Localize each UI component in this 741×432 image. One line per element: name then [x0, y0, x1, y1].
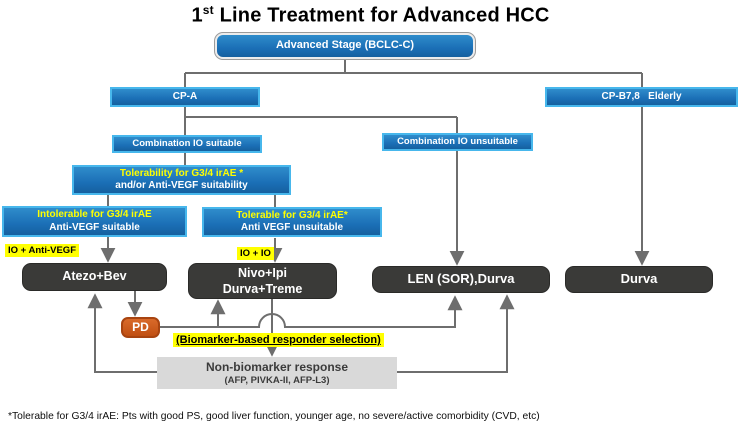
node-label-line2: and/or Anti-VEGF suitability [115, 180, 248, 191]
node-label-line2: Anti-VEGF suitable [49, 221, 140, 233]
footnote: *Tolerable for G3/4 irAE: Pts with good … [8, 411, 540, 422]
node-advanced-stage: Advanced Stage (BCLC-C) [214, 32, 476, 60]
node-label: Durva [620, 271, 658, 287]
node-label-line1: Tolerability for G3/4 irAE * [119, 167, 244, 179]
node-tolerable-g34-irae: Tolerable for G3/4 irAE* Anti VEGF unsui… [202, 207, 382, 237]
node-len-sor-durva: LEN (SOR),Durva [372, 266, 550, 293]
node-cp-a: CP-A [110, 87, 260, 107]
node-durva: Durva [565, 266, 713, 293]
node-label-line1: Non-biomarker response [205, 359, 349, 374]
node-label: Combination IO suitable [132, 138, 242, 150]
node-pd: PD [121, 317, 160, 338]
node-label: LEN (SOR),Durva [407, 271, 515, 287]
node-label: CP-B7,8 Elderly [601, 90, 682, 102]
node-label: Combination IO unsuitable [397, 136, 518, 148]
node-label-line1: Intolerable for G3/4 irAE [37, 209, 152, 220]
tag-text: IO + Anti-VEGF [8, 245, 76, 256]
node-label: Advanced Stage (BCLC-C) [275, 39, 415, 52]
node-intolerable-g34-irae: Intolerable for G3/4 irAE Anti-VEGF suit… [2, 206, 187, 237]
title-text: Line Treatment for Advanced HCC [213, 4, 550, 27]
node-non-biomarker-response: Non-biomarker response (AFP, PIVKA-II, A… [157, 357, 397, 389]
tag-text: (Biomarker-based responder selection) [176, 334, 381, 346]
node-label-line2: (AFP, PIVKA-II, AFP-L3) [224, 374, 330, 386]
label-io-anti-vegf: IO + Anti-VEGF [5, 244, 79, 257]
node-label: PD [132, 320, 149, 334]
node-nivo-ipi-durva-treme: Nivo+Ipi Durva+Treme [188, 263, 337, 299]
node-label: Atezo+Bev [62, 269, 127, 284]
label-biomarker-selection: (Biomarker-based responder selection) [173, 333, 384, 347]
node-label-line1: Nivo+Ipi [238, 265, 287, 280]
node-combination-io-unsuitable: Combination IO unsuitable [382, 133, 533, 151]
node-label: CP-A [172, 90, 198, 102]
label-io-io: IO + IO [237, 247, 274, 260]
tag-text: IO + IO [240, 248, 271, 259]
node-atezo-bev: Atezo+Bev [22, 263, 167, 291]
node-cp-b78-elderly: CP-B7,8 Elderly [545, 87, 738, 107]
title-number: 1 [191, 4, 203, 27]
node-label-line1: Tolerable for G3/4 irAE* [236, 209, 348, 221]
node-label-line2: Durva+Treme [222, 282, 303, 296]
node-combination-io-suitable: Combination IO suitable [112, 135, 262, 153]
title-superscript: st [202, 3, 214, 17]
node-tolerability-g34-irae: Tolerability for G3/4 irAE * and/or Anti… [72, 165, 291, 195]
page-title: 1st Line Treatment for Advanced HCC [0, 3, 741, 28]
node-label-line2: Anti VEGF unsuitable [240, 222, 344, 233]
